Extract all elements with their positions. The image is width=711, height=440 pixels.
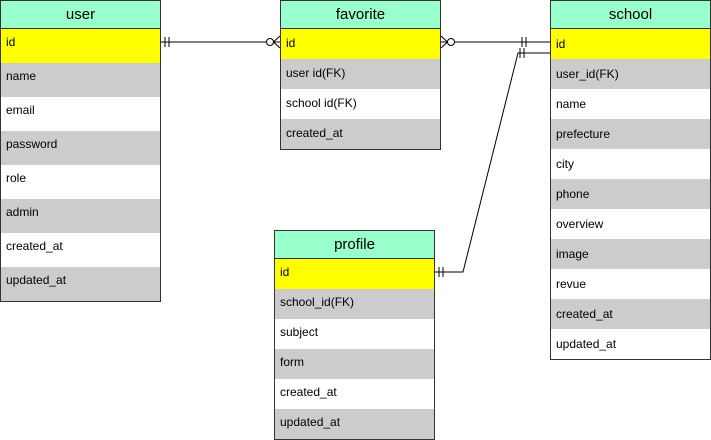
- table-header: school: [551, 1, 710, 29]
- relation-favorite-school: [440, 35, 550, 49]
- column-row: user_id(FK): [551, 59, 710, 89]
- column-row: updated_at: [1, 267, 160, 301]
- crowfoot-marker: [440, 41, 448, 49]
- column-row: phone: [551, 179, 710, 209]
- primary-key-row: id: [1, 29, 160, 63]
- column-row: subject: [275, 319, 434, 349]
- column-row: created_at: [551, 299, 710, 329]
- column-row: revue: [551, 269, 710, 299]
- table-header: user: [1, 1, 160, 29]
- table-header: favorite: [281, 1, 440, 29]
- zero-marker: [447, 38, 455, 46]
- column-row: form: [275, 349, 434, 379]
- column-row: admin: [1, 199, 160, 233]
- column-row: overview: [551, 209, 710, 239]
- column-row: updated_at: [551, 329, 710, 359]
- column-row: user id(FK): [281, 59, 440, 89]
- column-row: city: [551, 149, 710, 179]
- relation-user-favorite: [161, 35, 281, 49]
- column-row: name: [551, 89, 710, 119]
- column-row: updated_at: [275, 409, 434, 439]
- column-row: name: [1, 63, 160, 97]
- column-row: school id(FK): [281, 89, 440, 119]
- column-row: role: [1, 165, 160, 199]
- column-row: prefecture: [551, 119, 710, 149]
- column-row: created_at: [275, 379, 434, 409]
- column-row: created_at: [281, 119, 440, 149]
- column-row: email: [1, 97, 160, 131]
- crowfoot-marker: [440, 35, 448, 43]
- zero-marker: [266, 38, 274, 46]
- primary-key-row: id: [275, 259, 434, 289]
- primary-key-row: id: [281, 29, 440, 59]
- column-row: created_at: [1, 233, 160, 267]
- column-row: password: [1, 131, 160, 165]
- relation-profile-school: [435, 48, 550, 277]
- column-row: school_id(FK): [275, 289, 434, 319]
- primary-key-row: id: [551, 29, 710, 59]
- column-row: image: [551, 239, 710, 269]
- table-header: profile: [275, 231, 434, 259]
